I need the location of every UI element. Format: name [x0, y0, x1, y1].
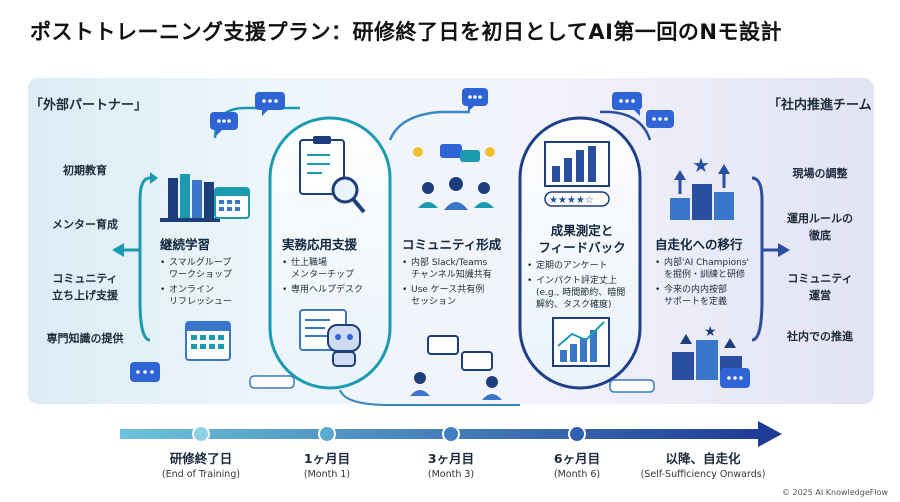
timeline-markers	[192, 425, 586, 443]
stage-community: コミュニティ形成 内部 Slack/Teams チャンネル知識共有 Use ケー…	[402, 236, 514, 311]
stage-bullet: 内部'AI Champions' を掘例・訓練と研修	[655, 257, 767, 281]
stage-bullet: 今来の内内按部 サポートを定義	[655, 284, 767, 308]
stage-practical-support: 実務応用支援 仕上職場 メンターチップ 専用ヘルプデスク	[282, 236, 387, 299]
bar-chart-icon	[544, 141, 610, 187]
robot-icon	[299, 309, 361, 367]
connector-bottom	[339, 389, 520, 406]
people-network-icon	[413, 144, 495, 210]
stage-bullet: 専用ヘルプデスク	[282, 284, 387, 296]
svg-text:★★★★☆: ★★★★☆	[549, 195, 594, 206]
stage-heading: 実務応用支援	[282, 237, 358, 252]
timeline-label-end-of-training: 研修終了日 (End of Training)	[126, 448, 276, 480]
stage-heading: 自走化への移行	[655, 237, 743, 252]
stage-bullet: インパクト評定丈上 (e.g., 時間節約、暗閲 解約、タスク確度)	[527, 275, 637, 311]
stage-bullet: スマルグループ ワークショップ	[160, 257, 270, 281]
stage-bullet: 仕上職場 メンターチップ	[282, 257, 387, 281]
stage-measurement: 成果測定と フィードバック 定期のアンケート インパクト評定丈上 (e.g., …	[527, 222, 637, 314]
chat-bubble-icon	[210, 92, 285, 136]
chat-bubble-icon-5	[609, 368, 750, 393]
timeline-sub: (Month 1)	[303, 469, 351, 480]
timeline-month: 1ヶ月目	[303, 451, 351, 466]
stage-self-sufficiency: 自走化への移行 内部'AI Champions' を掘例・訓練と研修 今来の内内…	[655, 236, 767, 311]
chat-bubble-icon-3	[612, 92, 674, 128]
left-arrow-head	[112, 243, 124, 257]
right-item-community-ops: コミュニティ 運営	[787, 272, 853, 302]
stage-heading: 成果測定と フィードバック	[538, 223, 626, 255]
connector-mid	[388, 110, 470, 141]
right-panel-title: 「社内推進チーム	[768, 98, 872, 113]
timeline-label-month-6: 6ヶ月目 (Month 6)	[502, 448, 652, 480]
right-item-promotion: 社内での推進	[787, 330, 853, 343]
page-title: ポストトレーニング支援プラン：研修終了日を初日としてAI第一回のNモ設計	[30, 20, 783, 44]
left-bracket	[120, 176, 151, 342]
stage-heading: 継続学習	[160, 237, 211, 252]
svg-text:★: ★	[692, 153, 710, 177]
stage-bullet: Use ケース共有例 セッション	[402, 284, 514, 308]
timeline-month: 6ヶ月目	[553, 451, 601, 466]
timeline-sub: (End of Training)	[161, 469, 241, 480]
right-arrow-head	[778, 243, 790, 257]
growth-chart-icon	[552, 317, 610, 367]
stage-bullet: 定期のアンケート	[527, 260, 637, 272]
copyright-footer: © 2025 AI KnowledgeFlow	[781, 488, 888, 497]
timeline-month: 以降、自走化	[665, 451, 741, 466]
timeline-month: 研修終了日	[169, 451, 233, 466]
right-item-rules: 運用ルールの 徹底	[787, 212, 853, 242]
stage-continuous-learning: 継続学習 スマルグループ ワークショップ オンライン リフレッシュー	[160, 236, 270, 311]
calendar-icon	[214, 187, 250, 219]
left-item-expertise: 専門知識の提供	[46, 332, 124, 345]
timeline-sub: (Self-Sufficiency Onwards)	[640, 469, 766, 480]
stage-bullet: オンライン リフレッシュー	[160, 284, 270, 308]
left-item-mentor: メンター育成	[52, 218, 118, 231]
timeline-label-onwards: 以降、自走化 (Self-Sufficiency Onwards)	[628, 448, 778, 480]
timeline-sub: (Month 6)	[553, 469, 601, 480]
books-icon	[160, 174, 220, 222]
left-item-initial-training: 初期教育	[63, 164, 107, 177]
timeline-sub: (Month 3)	[427, 469, 475, 480]
rating-stars-icon: ★★★★☆	[544, 191, 610, 207]
svg-text:★: ★	[704, 324, 717, 340]
calendar-icon-2	[185, 321, 231, 361]
timeline-month: 3ヶ月目	[427, 451, 475, 466]
timeline-label-month-3: 3ヶ月目 (Month 3)	[376, 448, 526, 480]
timeline-label-month-1: 1ヶ月目 (Month 1)	[252, 448, 402, 480]
right-item-coordination: 現場の調整	[792, 167, 848, 180]
left-item-community: コミュニティ 立ち上げ支援	[52, 272, 118, 302]
chat-people-icon	[410, 335, 502, 400]
clipboard-search-icon	[299, 136, 366, 214]
stage-heading: コミュニティ形成	[402, 237, 502, 252]
left-arrow-top	[150, 172, 158, 184]
connector-right	[599, 110, 652, 141]
stage-bullet: 内部 Slack/Teams チャンネル知識共有	[402, 257, 514, 281]
podium-growth-icon: ★	[670, 153, 734, 220]
chat-bubble-icon-2	[462, 88, 488, 112]
timeline-arrow-head	[758, 421, 782, 447]
chat-bubble-icon-4	[130, 362, 295, 389]
timeline-bar	[120, 429, 760, 439]
left-panel-title: 「外部パートナー」	[30, 98, 148, 113]
